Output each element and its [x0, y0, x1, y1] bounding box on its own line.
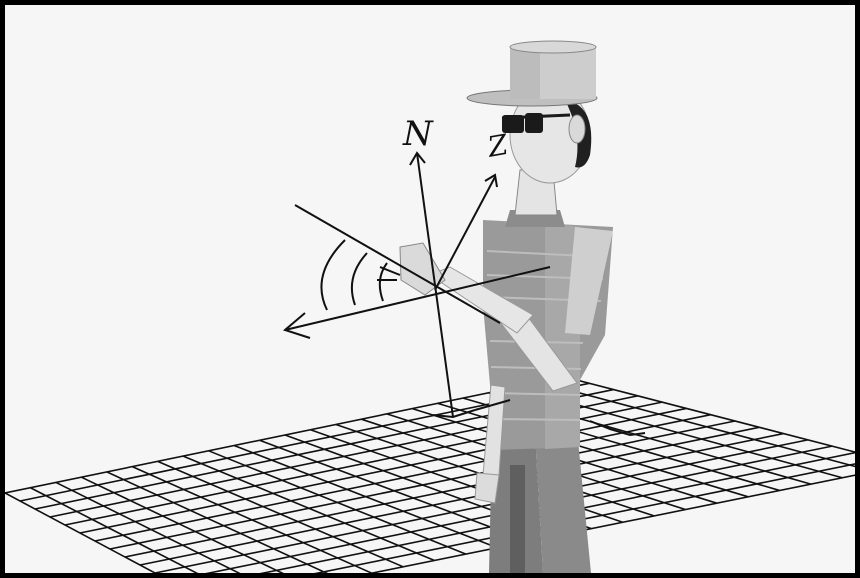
hanging-hand: [475, 473, 499, 503]
floor-grid: [5, 377, 855, 573]
floor-grid-line: [155, 440, 808, 573]
scene-canvas[interactable]: N Z: [5, 5, 855, 573]
ear: [569, 115, 585, 143]
pants-shadow: [510, 465, 525, 573]
rotation-arc-middle[interactable]: [352, 253, 367, 305]
floor-grid-line: [140, 434, 784, 565]
hat: [467, 41, 597, 106]
3d-viewport[interactable]: N Z: [5, 5, 855, 573]
rotation-arc-outer[interactable]: [321, 240, 345, 310]
axis-glyph-n: N: [402, 114, 434, 154]
axis-glyph-z: Z: [484, 128, 510, 164]
